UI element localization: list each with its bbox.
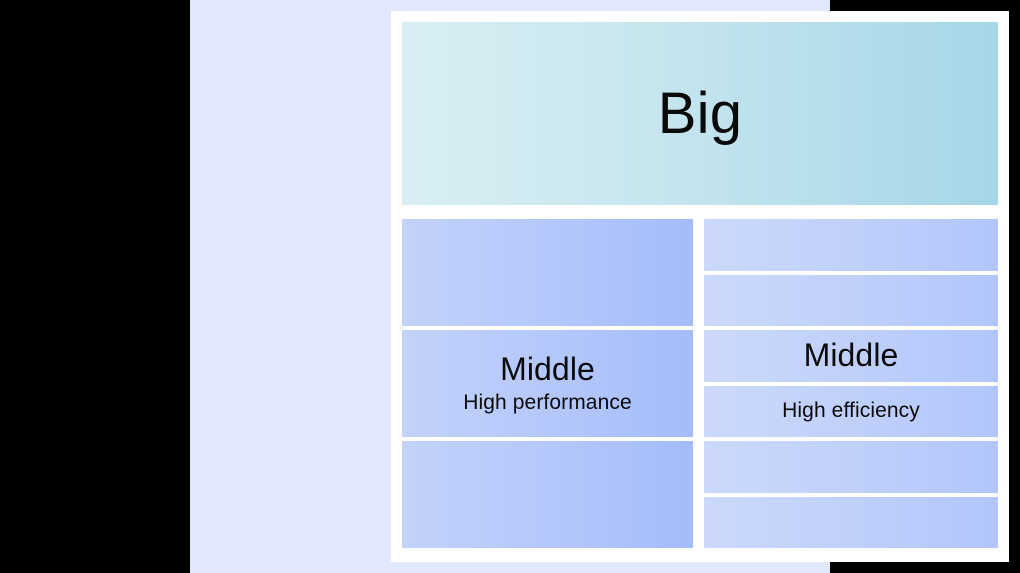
left-core-block-3[interactable] [402, 441, 693, 548]
page-backdrop: Big Middle High performance [190, 0, 1009, 573]
right-core-column: Middle High efficiency [704, 219, 998, 548]
left-core-column: Middle High performance [402, 219, 693, 548]
big-core-label: Big [657, 80, 743, 146]
right-core-block-5[interactable] [704, 441, 998, 493]
left-core-block-2[interactable]: Middle High performance [402, 330, 693, 437]
left-core-block-1[interactable] [402, 219, 693, 326]
right-core-block-3[interactable]: Middle [704, 330, 998, 382]
right-core-block-1[interactable] [704, 219, 998, 271]
big-core-block[interactable]: Big [402, 22, 998, 205]
right-core-block-3-title: Middle [803, 336, 899, 373]
left-core-block-2-subtitle: High performance [463, 391, 632, 415]
right-core-block-4-subtitle: High efficiency [782, 399, 920, 423]
right-core-block-6[interactable] [704, 496, 998, 548]
right-core-block-4[interactable]: High efficiency [704, 385, 998, 437]
right-core-block-2[interactable] [704, 274, 998, 326]
left-core-block-2-title: Middle [500, 350, 595, 387]
